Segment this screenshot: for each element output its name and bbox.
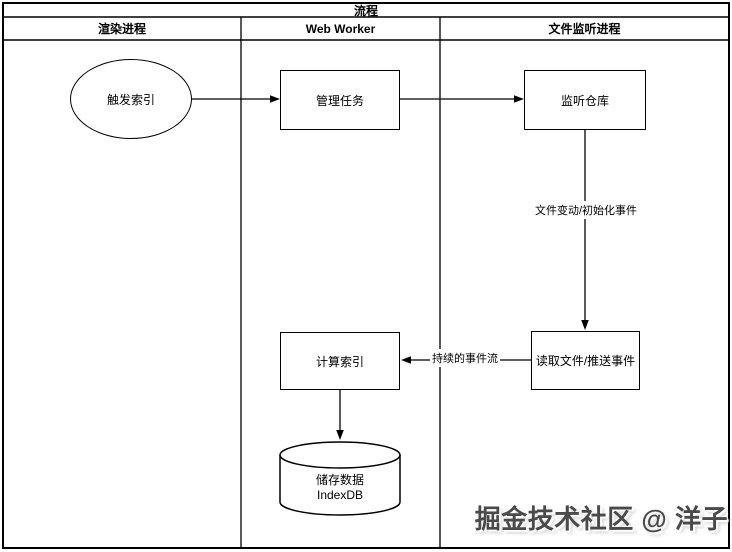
cylinder-top: [279, 441, 401, 469]
store-data-label-line2: IndexDB: [316, 488, 364, 502]
arrowhead-compute-to-store: [336, 430, 344, 440]
arrowhead-read-to-compute: [401, 356, 411, 364]
edge-label-continuous-event-stream: 持续的事件流: [430, 349, 500, 367]
arrowhead-manage-to-watch: [514, 95, 524, 103]
node-compute-index: 计算索引: [280, 332, 400, 390]
arrowhead-trigger-to-manage: [270, 95, 280, 103]
edge-label-file-change-events: 文件变动/初始化事件: [532, 201, 640, 219]
arrowhead-watch-to-read: [581, 320, 589, 330]
store-data-label-line1: 储存数据: [315, 473, 364, 487]
pool-title: 流程: [353, 3, 378, 18]
cylinder-body: [279, 455, 401, 516]
watermark: 掘金技术社区 @ 洋子: [474, 504, 728, 534]
node-manage-tasks: 管理任务: [280, 70, 400, 130]
lane-header-web-worker: Web Worker: [305, 21, 376, 36]
node-read-push-events: 读取文件/推送事件: [531, 331, 640, 390]
node-watch-repo: 监听仓库: [524, 70, 646, 130]
node-trigger-index: 触发索引: [70, 59, 192, 139]
lane-header-render-process: 渲染进程: [97, 22, 146, 36]
lane-header-file-watcher: 文件监听进程: [548, 22, 621, 36]
node-store-indexdb: 储存数据 IndexDB: [280, 473, 400, 503]
